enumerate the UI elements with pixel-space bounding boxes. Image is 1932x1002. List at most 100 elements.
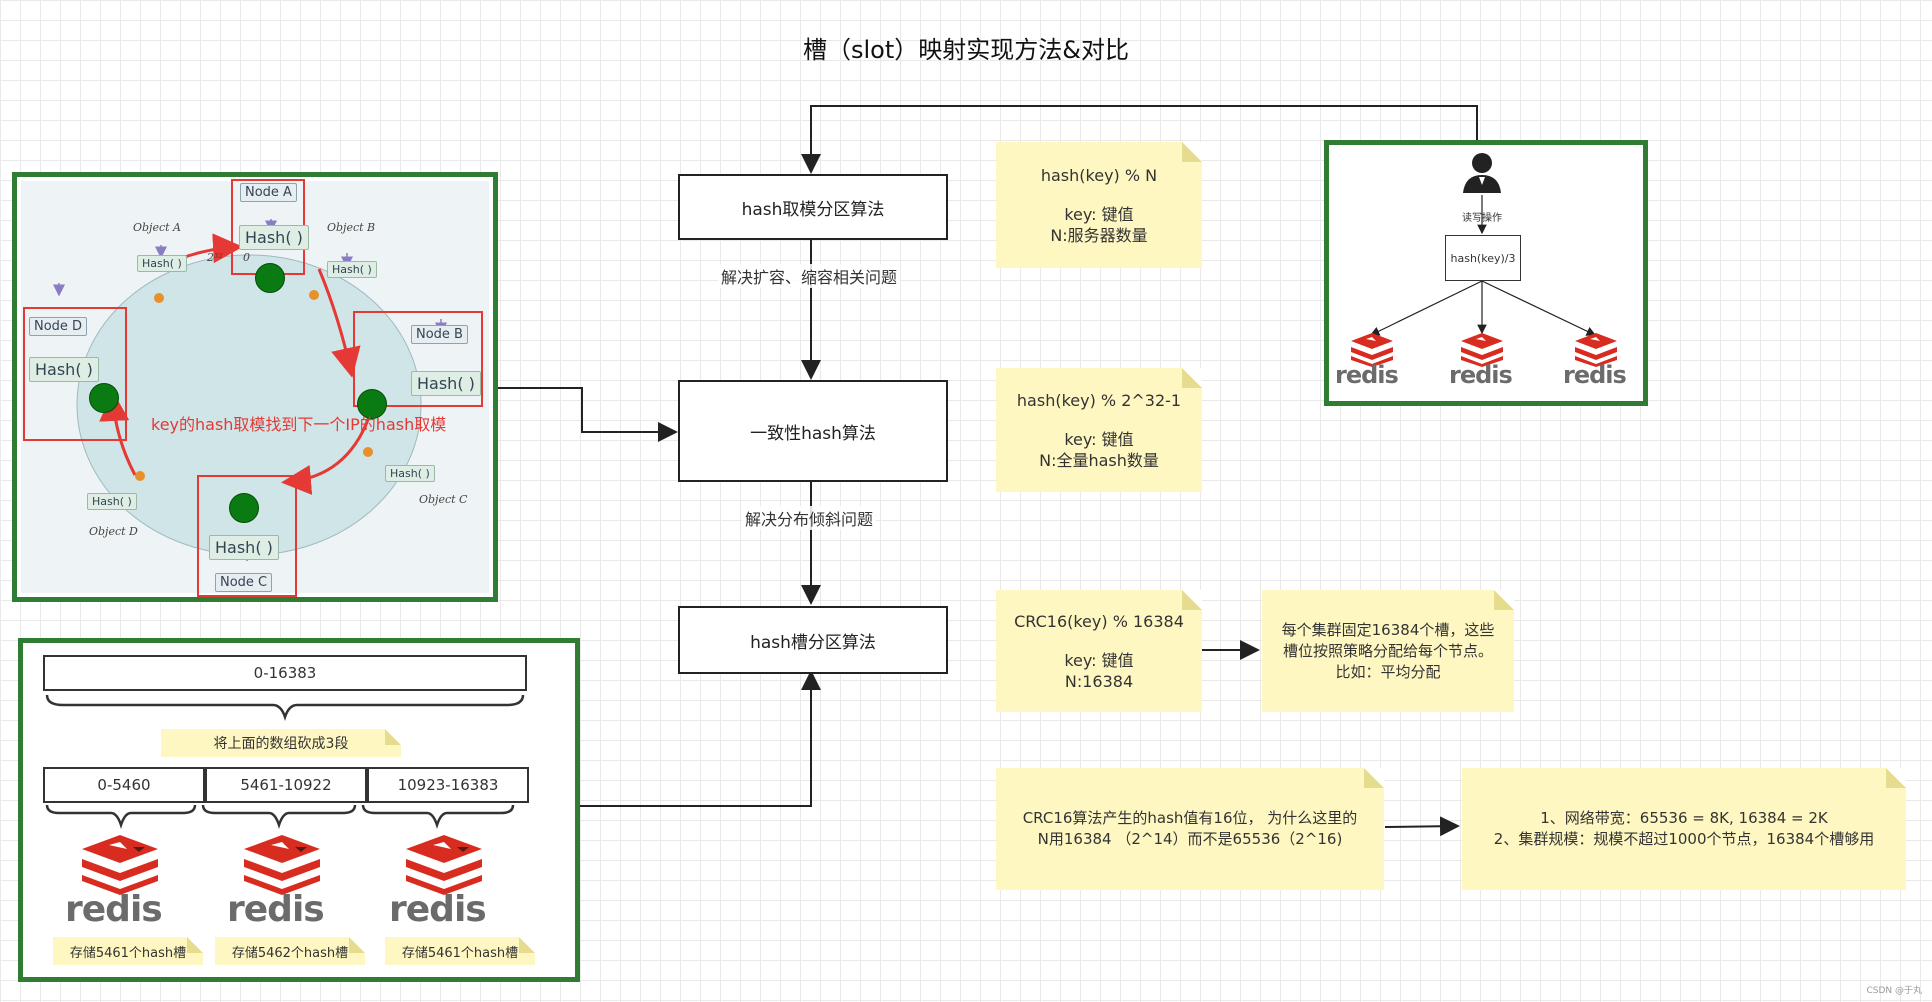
formula-text: hash(key) % 2^32-1: [1016, 390, 1182, 410]
node-d-dot: [89, 383, 119, 413]
user-icon: [1463, 153, 1501, 193]
red-arrow-to-node-b: [317, 268, 361, 378]
node-c-label: Node C: [215, 573, 273, 592]
node-b-dot: [357, 389, 387, 419]
note-mod-formula: hash(key) % N key: 键值 N:服务器数量: [996, 142, 1202, 268]
object-c-label: Object C: [419, 493, 468, 506]
mod-panel-lines: [1369, 153, 1597, 336]
note-why-16384: CRC16算法产生的hash值有16位， 为什么这里的 N用16384 （2^1…: [996, 768, 1384, 890]
note-fold: [187, 937, 203, 953]
note-fold: [1182, 368, 1202, 388]
object-c-hash: Hash( ): [385, 465, 435, 482]
note-line: key: 键值: [1064, 429, 1134, 449]
brace-1: [45, 804, 197, 829]
note-fold: [349, 937, 365, 953]
store-note-1: 存储5461个hash槽: [53, 937, 203, 965]
consistent-hash-box[interactable]: 一致性hash算法: [678, 380, 948, 482]
store-note-text: 存储5461个hash槽: [401, 945, 519, 961]
note-line: key: 键值: [1064, 204, 1134, 224]
redis-wordmark: redis: [65, 889, 163, 930]
hash-slot-box[interactable]: hash槽分区算法: [678, 606, 948, 674]
store-note-3: 存储5461个hash槽: [385, 937, 535, 965]
note-fold: [1886, 768, 1906, 788]
note-line: CRC16算法产生的hash值有16位， 为什么这里的: [1022, 809, 1358, 827]
node-a-hash: Hash( ): [239, 225, 309, 250]
object-d-point: [135, 471, 145, 481]
note-line: 槽位按照策略分配给每个节点。: [1282, 641, 1493, 660]
read-write-label: 读写操作: [1462, 213, 1502, 224]
object-a-point: [154, 293, 164, 303]
mod-partition-panel: 读写操作 hash(key)/3 redis redis: [1324, 140, 1648, 406]
note-line: 2、集群规模：规模不超过1000个节点，16384个槽够用: [1493, 830, 1875, 848]
node-b-hash: Hash( ): [411, 371, 481, 396]
formula-text: hash(key) % N: [1040, 165, 1158, 185]
redis-wordmark: redis: [1449, 361, 1513, 389]
node-c-highlight: [197, 475, 297, 597]
redis-icon: [1575, 333, 1617, 367]
store-note-text: 存储5461个hash槽: [69, 945, 187, 961]
connector-slot-to-box3: [578, 670, 821, 807]
red-arrow-to-node-c: [281, 416, 371, 495]
note-fold: [519, 937, 535, 953]
connector-user-to-mod: [801, 105, 1478, 174]
redis-wordmark: redis: [1563, 361, 1627, 389]
ring-max-label: 2³²: [207, 251, 223, 264]
note-line: N:全量hash数量: [1039, 450, 1159, 470]
node-a-label: Node A: [240, 183, 297, 202]
brace-drawing: [45, 694, 525, 829]
note-line: N:16384: [1064, 671, 1134, 691]
formula-text: CRC16(key) % 16384: [1014, 611, 1184, 631]
redis-wordmark: redis: [227, 889, 325, 930]
page-title: 槽（slot）映射实现方法&对比: [803, 36, 1129, 64]
brace-3: [361, 804, 515, 829]
note-line: key: 键值: [1064, 650, 1134, 670]
hash-mod-3-box: hash(key)/3: [1445, 235, 1521, 281]
full-slot-range: 0-16383: [43, 655, 527, 691]
ring-zero-label: 0: [243, 251, 250, 264]
node-d-hash: Hash( ): [29, 357, 99, 382]
object-b-point: [309, 290, 319, 300]
object-c-point: [363, 447, 373, 457]
label-skew-problem: 解决分布倾斜问题: [742, 506, 877, 530]
split-note-text: 将上面的数组砍成3段: [213, 736, 349, 752]
redis-wordmark: redis: [389, 889, 487, 930]
note-line: 每个集群固定16384个槽，这些: [1281, 620, 1495, 639]
node-a-dot: [255, 263, 285, 293]
object-a-hash: Hash( ): [137, 255, 187, 272]
slot-range-1: 0-5460: [43, 767, 205, 803]
top-brace: [45, 694, 525, 721]
node-c-dot: [229, 493, 259, 523]
redis-icon: [82, 835, 158, 895]
object-b-hash: Hash( ): [327, 261, 377, 278]
object-a-label: Object A: [133, 221, 182, 234]
label-scaling-problem: 解决扩容、缩容相关问题: [718, 264, 901, 288]
object-b-label: Object B: [327, 221, 376, 234]
split-note: 将上面的数组砍成3段: [161, 729, 401, 757]
slot-range-3: 10923-16383: [367, 767, 529, 803]
note-slot-allocation: 每个集群固定16384个槽，这些 槽位按照策略分配给每个节点。 比如：平均分配: [1262, 590, 1514, 712]
mod-partition-box[interactable]: hash取模分区算法: [678, 174, 948, 240]
note-fold: [385, 729, 401, 745]
redis-icon: [1461, 333, 1503, 367]
note-line: N用16384 （2^14）而不是65536（2^16): [1037, 830, 1343, 848]
note-fold: [1182, 142, 1202, 162]
ring-caption: key的hash取模找到下一个IP的hash取模: [151, 415, 447, 434]
note-line: N:服务器数量: [1050, 225, 1148, 245]
hash-to-redis1-line: [1369, 280, 1483, 336]
object-d-label: Object D: [89, 525, 138, 538]
note-fold: [1494, 590, 1514, 610]
slot-range-2: 5461-10922: [205, 767, 367, 803]
redis-wordmark: redis: [1335, 361, 1399, 389]
node-b-label: Node B: [411, 325, 468, 344]
object-d-hash: Hash( ): [87, 493, 137, 510]
node-b-highlight: [353, 311, 483, 407]
note-consistent-formula: hash(key) % 2^32-1 key: 键值 N:全量hash数量: [996, 368, 1202, 492]
connector-ring-to-box2: [484, 387, 678, 442]
store-note-text: 存储5462个hash槽: [231, 945, 349, 961]
store-note-2: 存储5462个hash槽: [215, 937, 365, 965]
hash-slot-panel: 0-16383 将上面的数组砍成3段 0-5460 5461-10922 109…: [18, 638, 580, 982]
note-fold: [1364, 768, 1384, 788]
note-fold: [1182, 590, 1202, 610]
redis-icon: [1351, 333, 1393, 367]
